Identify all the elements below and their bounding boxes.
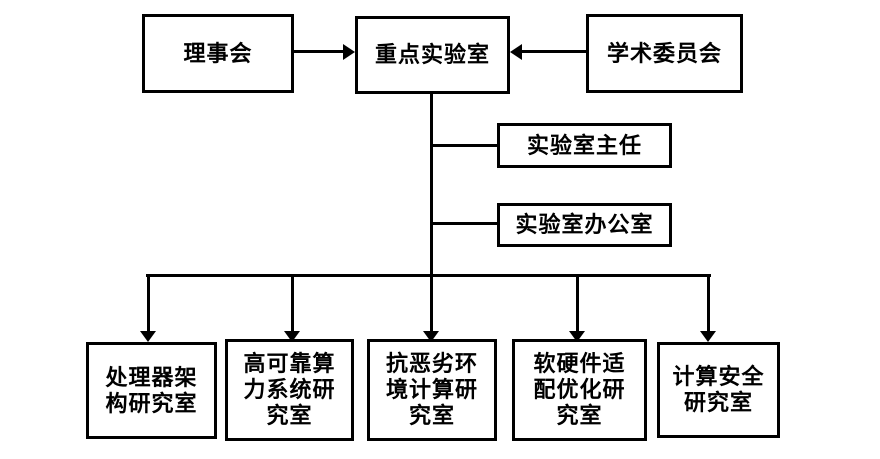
- edge-drop-dept2-line: [291, 275, 294, 331]
- node-dept-computing-security-label: 计算安全研究室: [672, 364, 765, 415]
- node-council-label: 理事会: [183, 40, 253, 66]
- edge-drop-dept5-line: [707, 275, 710, 331]
- edge-keylab-to-office-line: [431, 222, 497, 225]
- edge-keylab-trunk-line: [430, 94, 433, 277]
- node-lab-director-label: 实验室主任: [526, 132, 642, 158]
- node-dept-reliable-computing-label: 高可靠算力系统研究室: [243, 351, 336, 428]
- edge-drop-dept4-line: [576, 275, 579, 331]
- node-dept-processor-architecture-label: 处理器架构研究室: [105, 364, 198, 416]
- node-academic-committee: 学术委员会: [586, 14, 743, 93]
- node-lab-director: 实验室主任: [497, 123, 672, 168]
- edge-drop-dept3-line: [430, 275, 433, 331]
- edge-council-to-keylab-arrowhead-icon: [343, 44, 355, 60]
- edge-drop-dept4-arrowhead-icon: [569, 331, 585, 342]
- node-council: 理事会: [142, 14, 294, 93]
- edge-drop-dept2-arrowhead-icon: [284, 331, 300, 342]
- edge-council-to-keylab-line: [294, 50, 344, 53]
- edge-academic-to-keylab-line: [522, 50, 586, 53]
- node-academic-committee-label: 学术委员会: [606, 40, 722, 66]
- node-dept-harsh-environment: 抗恶劣环境计算研究室: [367, 339, 497, 441]
- edge-drop-dept1-line: [147, 275, 150, 331]
- edge-drop-dept5-arrowhead-icon: [700, 331, 716, 342]
- node-dept-sw-hw-adaptation-label: 软硬件适配优化研究室: [533, 351, 626, 428]
- edge-keylab-to-director-line: [431, 144, 497, 147]
- node-dept-reliable-computing: 高可靠算力系统研究室: [225, 339, 354, 441]
- node-dept-sw-hw-adaptation: 软硬件适配优化研究室: [512, 339, 647, 441]
- node-lab-office-label: 实验室办公室: [515, 212, 654, 237]
- edge-drop-dept3-arrowhead-icon: [423, 331, 439, 342]
- edge-drop-dept1-arrowhead-icon: [140, 331, 156, 342]
- node-lab-office: 实验室办公室: [497, 203, 672, 247]
- edge-academic-to-keylab-arrowhead-icon: [510, 44, 522, 60]
- node-dept-harsh-environment-label: 抗恶劣环境计算研究室: [385, 351, 478, 428]
- node-dept-computing-security: 计算安全研究室: [657, 342, 780, 438]
- node-key-lab-label: 重点实验室: [374, 42, 490, 67]
- node-dept-processor-architecture: 处理器架构研究室: [86, 342, 217, 439]
- node-key-lab: 重点实验室: [355, 16, 510, 94]
- edge-distribution-line: [146, 274, 711, 277]
